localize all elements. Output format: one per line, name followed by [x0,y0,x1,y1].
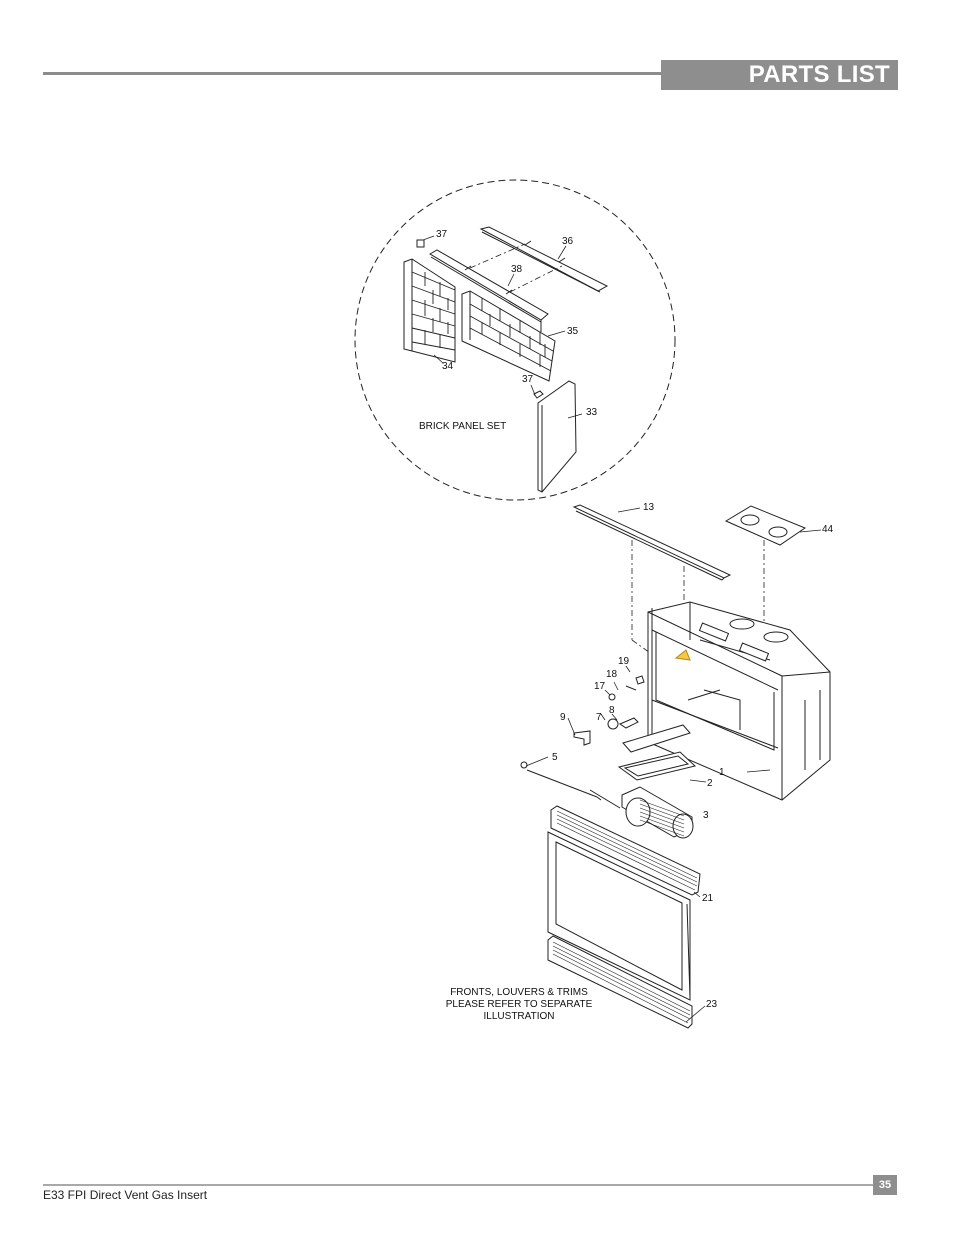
fronts-note: FRONTS, LOUVERS & TRIMS PLEASE REFER TO … [446,987,593,1022]
label-37-bottom: 37 [522,374,534,385]
label-34: 34 [442,361,454,372]
part-38-retainer [429,249,549,332]
part-23-louver [547,935,693,1029]
label-19: 19 [618,656,630,667]
label-7: 7 [596,712,602,723]
part-1-firebox [647,601,831,801]
brick-panel-set-outline [354,179,676,501]
note-line-1: FRONTS, LOUVERS & TRIMS [450,987,588,998]
label-9: 9 [560,712,566,723]
label-21: 21 [702,893,714,904]
part-35-rear-brick-panel [461,290,556,382]
label-17: 17 [594,681,606,692]
part-36-baffle [479,226,609,293]
label-38: 38 [511,264,523,275]
footer-rule [43,1184,873,1186]
note-line-3: ILLUSTRATION [484,1011,555,1022]
label-3: 3 [703,810,709,821]
footer-doc-title: E33 FPI Direct Vent Gas Insert [43,1188,208,1202]
page-title: PARTS LIST [661,60,898,90]
part-44-vent-plate [724,505,807,546]
label-1: 1 [719,767,725,778]
label-44: 44 [822,524,834,535]
label-5: 5 [552,752,558,763]
front-trim-frame [547,831,691,1001]
label-37-top: 37 [436,229,448,240]
label-33: 33 [586,407,598,418]
label-23: 23 [706,999,718,1010]
part-3-blower [621,786,694,839]
page-number: 35 [873,1175,897,1195]
part-37-clip-top [416,239,425,248]
part-21-louver [550,805,701,896]
part-13-top-panel [572,504,732,581]
label-35: 35 [567,326,579,337]
label-2: 2 [707,778,713,789]
label-36: 36 [562,236,574,247]
part-number-labels: 37 36 38 35 34 37 33 13 44 19 18 17 9 7 … [436,229,834,1010]
label-13: 13 [643,502,655,513]
brick-panel-set-label: BRICK PANEL SET [419,421,506,432]
label-18: 18 [606,669,618,680]
part-33-panel [537,380,577,493]
note-line-2: PLEASE REFER TO SEPARATE [446,999,593,1010]
header-rule [43,72,661,75]
small-parts [520,675,697,809]
part-34-side-brick-panel [403,258,456,363]
label-8: 8 [609,705,615,716]
part-37-clip-bottom [533,390,544,399]
